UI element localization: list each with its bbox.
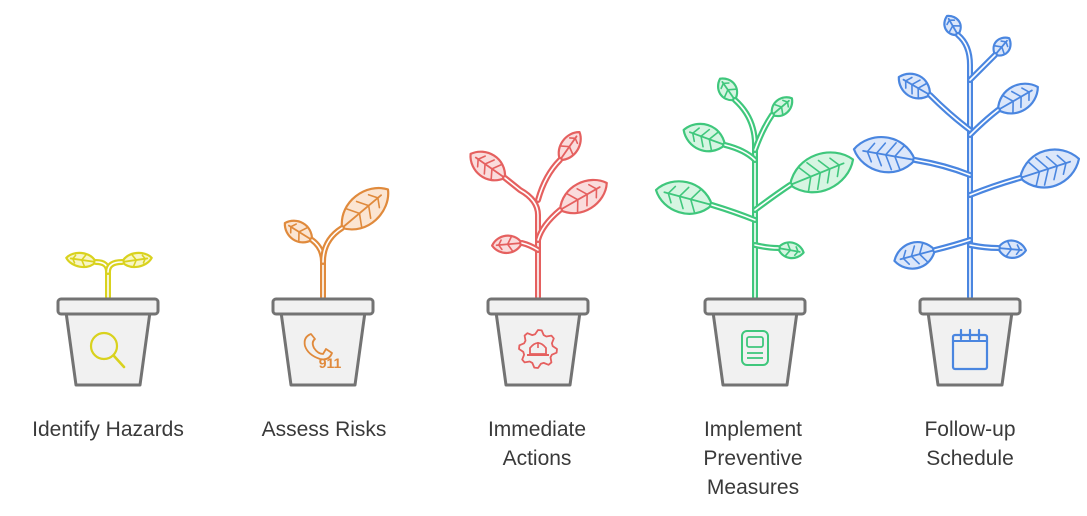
step-label-identify-hazards: Identify Hazards: [32, 418, 184, 441]
leaf: [852, 136, 917, 174]
leaf: [1018, 148, 1081, 189]
leaf: [996, 82, 1039, 115]
stem: [955, 32, 973, 300]
leaf: [682, 122, 727, 153]
leaf: [893, 240, 937, 270]
pot: [703, 297, 807, 387]
leaf: [992, 36, 1012, 57]
leaf: [654, 180, 714, 215]
plant: [283, 187, 390, 300]
stem: [535, 157, 563, 203]
step-label-assess-risks: Assess Risks: [261, 418, 387, 441]
stem: [722, 142, 758, 163]
device-screen-icon: [741, 330, 769, 366]
step-label-follow-up-schedule: Follow-up Schedule: [924, 418, 1016, 470]
leaf: [770, 96, 794, 118]
leaf: [716, 77, 739, 102]
step-label-immediate-actions: Immediate Actions: [487, 418, 587, 470]
plant: [852, 14, 1081, 300]
leaf: [120, 251, 153, 269]
leaf: [788, 151, 855, 194]
stem: [732, 97, 758, 300]
leaf: [283, 219, 314, 244]
leaf: [557, 131, 582, 162]
leaf: [897, 72, 932, 100]
emergency-gear-icon: [518, 329, 558, 369]
leaf: [558, 178, 608, 215]
pot: [918, 297, 1022, 387]
leaf: [340, 187, 390, 231]
leaf: [996, 239, 1027, 259]
stem: [309, 237, 326, 300]
leaf: [776, 241, 805, 260]
leaf: [65, 251, 98, 269]
leaf: [469, 150, 507, 182]
phone-911-icon: 911: [303, 333, 342, 371]
leaf: [491, 234, 524, 255]
pot: [486, 297, 590, 387]
plant: [469, 131, 608, 300]
step-label-implement-preventive-measures: Implement Preventive Measures: [703, 418, 803, 499]
plant: [654, 77, 855, 300]
plant: [65, 251, 153, 300]
pot: [56, 297, 160, 387]
pot: [271, 297, 375, 387]
icon-911-text: 911: [319, 355, 342, 371]
magnifier-icon: [89, 331, 126, 369]
leaf: [943, 14, 962, 37]
stem: [535, 207, 563, 243]
calendar-icon: [951, 328, 989, 371]
